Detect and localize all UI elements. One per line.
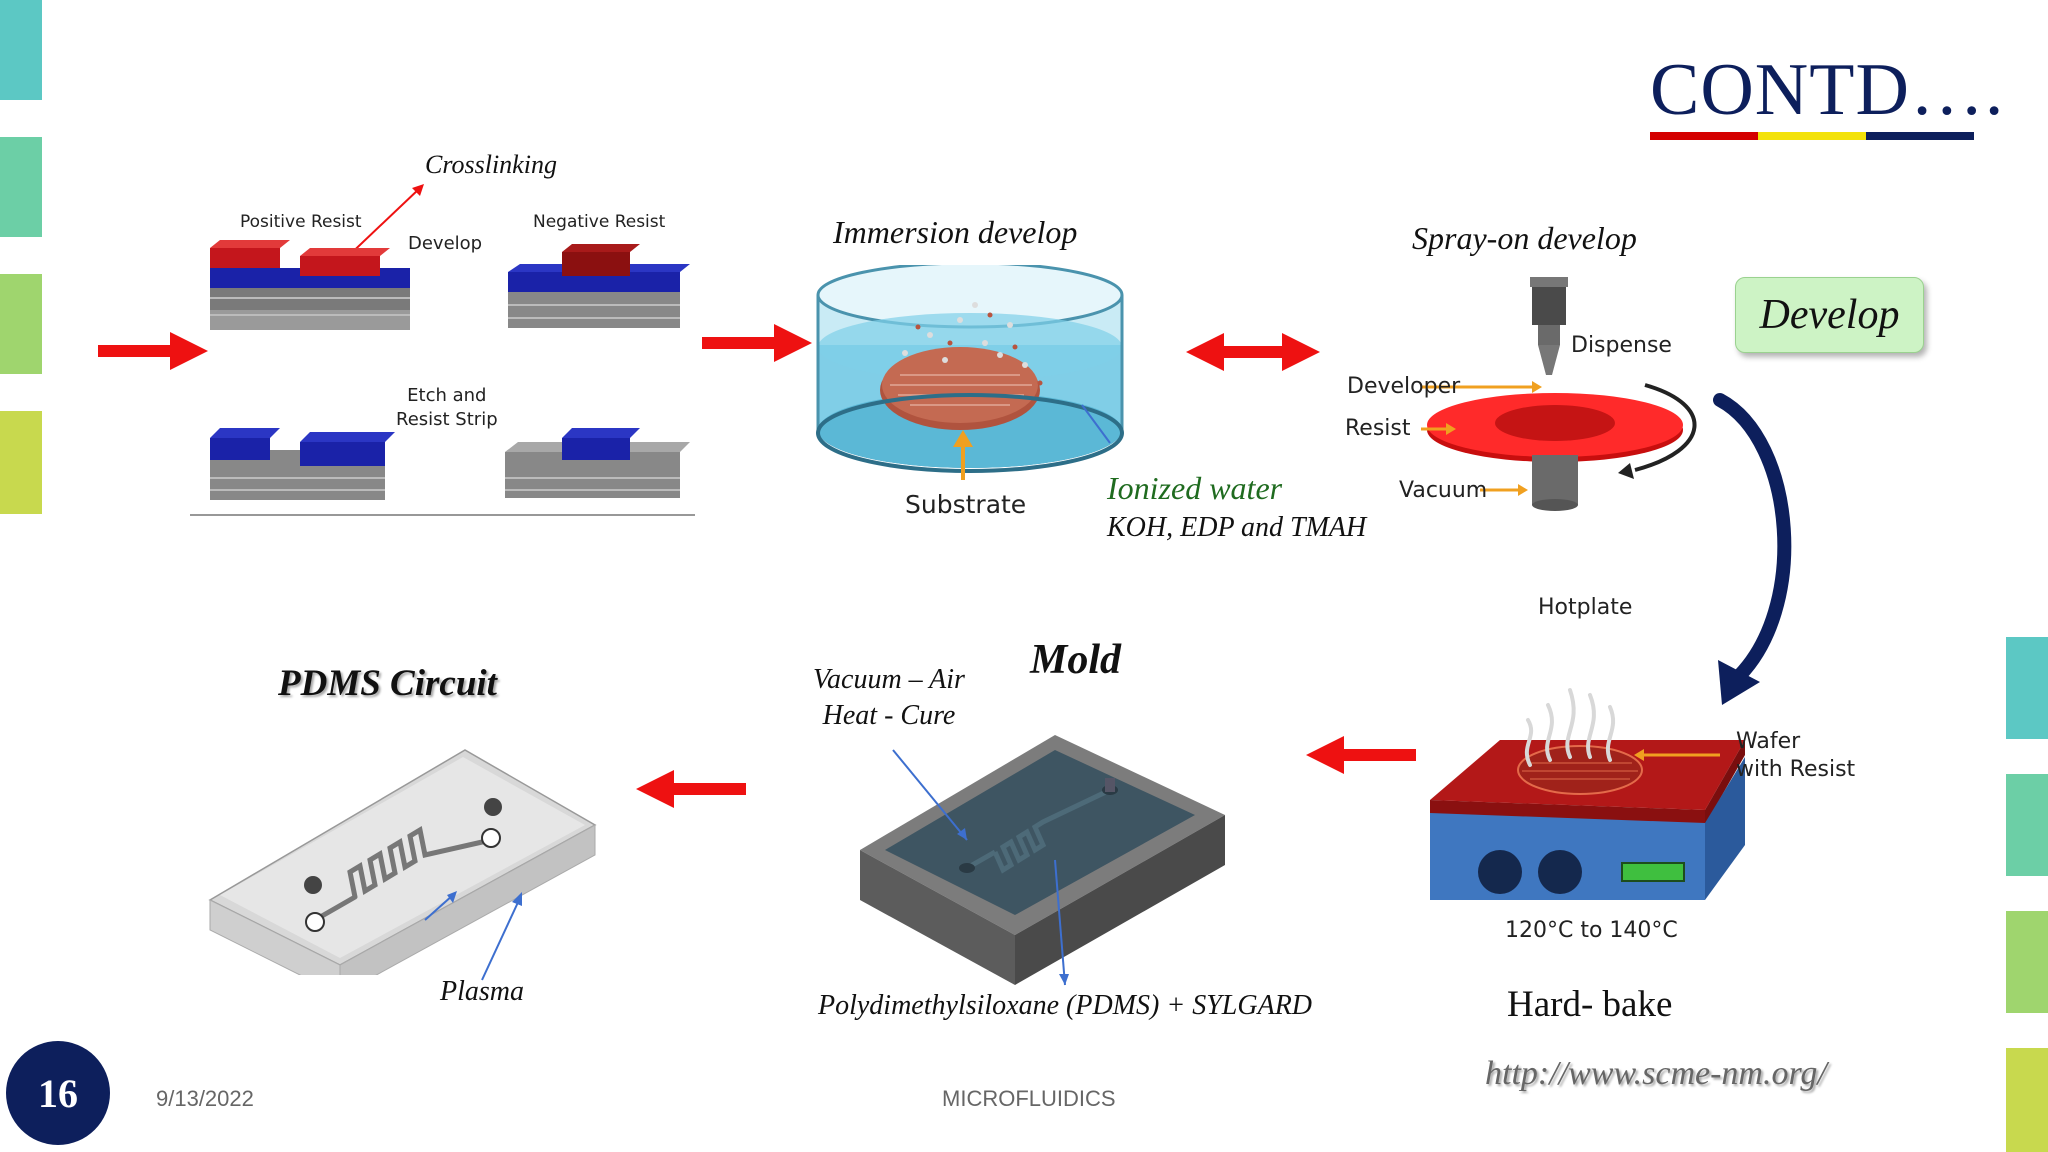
left-accent-bar-2 (0, 137, 42, 237)
positive-resist-label: Positive Resist (240, 212, 362, 232)
mold-title: Mold (1030, 637, 1122, 683)
develop-step-label: Develop (408, 233, 483, 254)
pdms-chip (208, 749, 597, 975)
left-accent-bar-1 (0, 0, 42, 100)
hotplate-title: Hotplate (1538, 595, 1633, 620)
immersion-dish (816, 265, 1124, 480)
curved-flow-arrow (1713, 393, 1792, 705)
pdms-material-label: Polydimethylsiloxane (PDMS) + SYLGARD (818, 990, 1313, 1021)
negative-resist-stack (508, 244, 690, 328)
flow-arrow-1 (98, 332, 208, 370)
chemicals-label: KOH, EDP and TMAH (1107, 512, 1367, 543)
develop-badge: Develop (1735, 277, 1924, 353)
developer-label: Developer (1347, 374, 1461, 399)
flow-arrow-bidirectional (1186, 333, 1320, 371)
flow-arrow-4 (636, 770, 746, 808)
left-accent-bar-4 (0, 411, 42, 514)
source-url[interactable]: http://www.scme-nm.org/ (1485, 1055, 1827, 1092)
etched-negative-stack (505, 428, 690, 498)
plasma-label: Plasma (440, 976, 524, 1007)
hotplate-device (1430, 688, 1745, 900)
flow-arrow-3 (1306, 736, 1416, 774)
resist-label: Resist (1345, 416, 1411, 441)
positive-resist-stack (210, 240, 410, 330)
spray-develop-machine (1421, 277, 1697, 511)
immersion-title: Immersion develop (833, 214, 1078, 250)
right-accent-bar-2 (2006, 774, 2048, 876)
mold-block (860, 735, 1225, 986)
page-number: 16 (38, 1070, 78, 1116)
ionized-water-label: Ionized water (1107, 470, 1283, 506)
page-number-badge: 16 (6, 1041, 110, 1145)
etch-strip-label: Etch and Resist Strip (396, 385, 498, 430)
title-underline (1650, 132, 1974, 140)
dispense-label: Dispense (1571, 333, 1672, 358)
right-accent-bar-1 (2006, 637, 2048, 739)
develop-badge-label: Develop (1759, 292, 1900, 338)
mold-process-label: Vacuum – Air Heat - Cure (813, 664, 965, 731)
negative-resist-label: Negative Resist (533, 212, 666, 232)
right-accent-bar-4 (2006, 1048, 2048, 1152)
substrate-label: Substrate (905, 490, 1027, 519)
resist-process-diagram (190, 184, 695, 516)
etched-positive-stack (210, 428, 395, 500)
spray-title: Spray-on develop (1412, 220, 1637, 256)
footer-date: 9/13/2022 (156, 1086, 254, 1111)
pdms-title: PDMS Circuit (278, 663, 497, 704)
right-accent-bar-3 (2006, 911, 2048, 1013)
crosslinking-label: Crosslinking (425, 150, 557, 179)
flow-arrow-2 (702, 324, 812, 362)
footer-title: MICROFLUIDICS (942, 1086, 1116, 1111)
hard-bake-caption: Hard- bake (1507, 984, 1673, 1025)
plasma-pointer (481, 892, 522, 981)
vacuum-label: Vacuum (1399, 478, 1488, 503)
left-accent-bar-3 (0, 274, 42, 374)
temperature-label: 120°C to 140°C (1505, 918, 1678, 943)
slide-title: CONTD…. (1650, 49, 2005, 131)
wafer-label: Wafer with Resist (1736, 729, 1856, 782)
